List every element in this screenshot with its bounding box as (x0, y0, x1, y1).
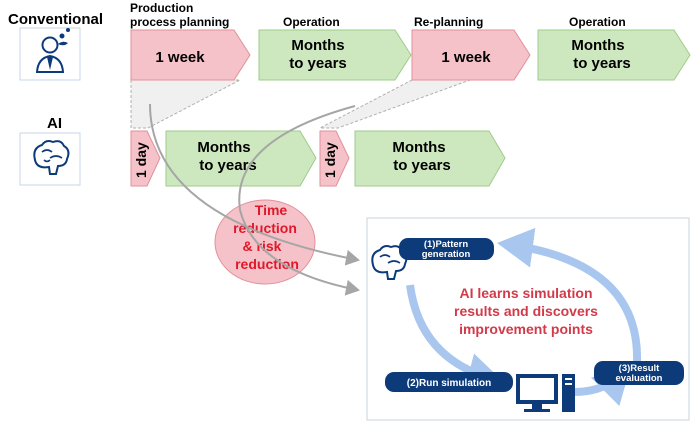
header-operation-2: Operation (569, 15, 626, 29)
brain-icon (19, 132, 81, 186)
conventional-replanning-label: 1 week (441, 49, 491, 66)
step3-line2: evaluation (616, 373, 663, 384)
header-planning-line1: Production (130, 1, 193, 15)
conventional-operation-1-line1: Months (291, 37, 344, 54)
cycle-center-line2: results and discovers (454, 303, 598, 319)
conventional-operation-1-arrow (258, 29, 412, 81)
ai-operation-2-line1: Months (392, 139, 445, 156)
conventional-replanning-arrow (411, 29, 531, 81)
conventional-operation-2-arrow (537, 29, 691, 81)
gray-curve-arrow-replanning (238, 105, 360, 296)
step2-pill (385, 372, 513, 392)
step1-line1: (1)Pattern (424, 239, 469, 250)
conventional-operation-2-line1: Months (571, 37, 624, 54)
ai-replanning-label: 1 day (322, 142, 338, 178)
step1-pill (399, 238, 494, 260)
gray-curve-arrow-planning (149, 103, 360, 266)
conventional-label: Conventional (8, 11, 103, 28)
ai-replanning-arrow (319, 130, 350, 187)
ai-planning-label: 1 day (133, 142, 149, 178)
reduction-line4: reduction (235, 256, 299, 272)
header-planning-line2: process planning (130, 15, 229, 29)
step3-line1: (3)Result (619, 363, 660, 374)
conventional-operation-1-line2: to years (289, 55, 347, 72)
step1-line2: generation (422, 249, 471, 260)
ai-operation-2-line2: to years (393, 157, 451, 174)
projection-guide-planning (130, 79, 241, 129)
ai-planning-arrow (130, 130, 161, 187)
cycle-center-line3: improvement points (459, 321, 593, 337)
projection-guide-replanning (319, 79, 471, 129)
reduction-line3: & risk (243, 238, 282, 254)
conventional-operation-2-line2: to years (573, 55, 631, 72)
ai-operation-1-line1: Months (197, 139, 250, 156)
ai-operation-1-arrow (165, 130, 317, 187)
header-replanning: Re-planning (414, 15, 483, 29)
cycle-center-line1: AI learns simulation (459, 285, 592, 301)
conventional-planning-arrow (130, 29, 251, 81)
person-icon (19, 27, 81, 81)
reduction-ellipse (214, 199, 316, 285)
reduction-line1: Time (255, 202, 288, 218)
conventional-planning-label: 1 week (155, 49, 205, 66)
step3-pill (594, 361, 684, 385)
cycle-arrow-to-pattern (497, 227, 642, 363)
ai-label: AI (47, 115, 62, 132)
ai-operation-2-arrow (354, 130, 506, 187)
header-operation-1: Operation (283, 15, 340, 29)
step2-label: (2)Run simulation (407, 378, 491, 389)
ai-operation-1-line2: to years (199, 157, 257, 174)
computer-icon (516, 374, 575, 412)
